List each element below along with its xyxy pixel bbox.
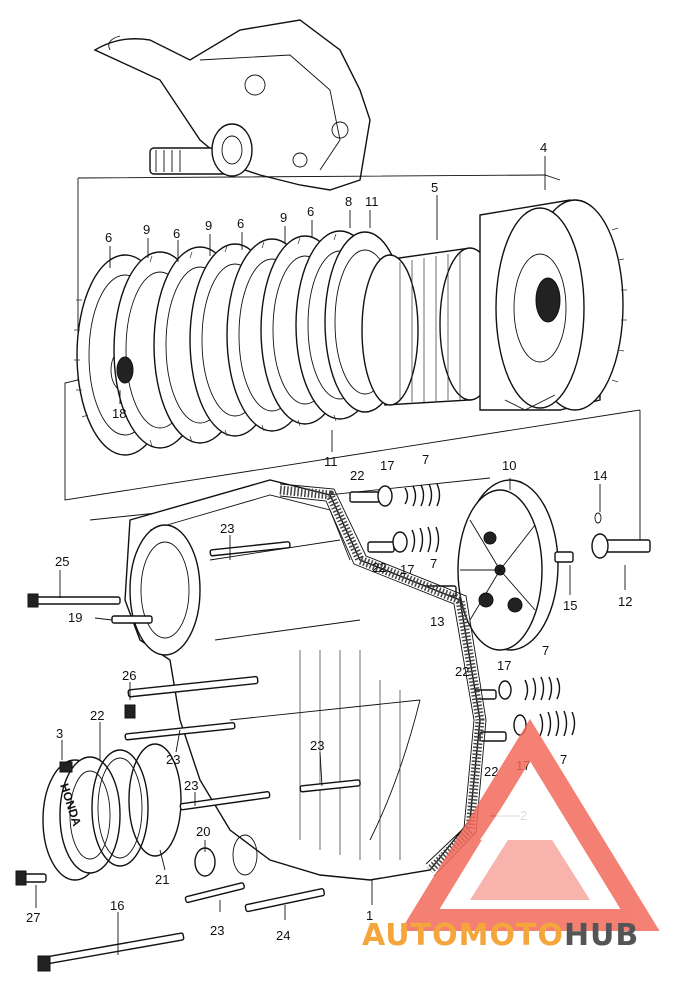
callout-15: 15 [563, 598, 577, 613]
callout-12: 12 [618, 594, 632, 609]
callout-13: 13 [430, 614, 444, 629]
bolt-12-assembly [554, 512, 651, 563]
bolt-23d [299, 779, 361, 793]
callout-3: 3 [56, 726, 63, 741]
bolt-24 [244, 888, 326, 913]
callout-4: 4 [540, 140, 547, 155]
bolt-16 [37, 932, 185, 972]
clutch-outer-4 [479, 199, 627, 411]
callout-23b: 23 [166, 752, 180, 767]
filter-gasket-22 [91, 749, 149, 867]
callout-23a: 23 [220, 521, 234, 536]
watermark-text-part1: AUTOMOTO [362, 918, 564, 953]
callout-6b: 6 [173, 226, 180, 241]
callout-6d: 6 [307, 204, 314, 219]
callout-17a: 17 [380, 458, 394, 473]
callout-1: 1 [366, 908, 373, 923]
callout-7b: 7 [430, 556, 437, 571]
callout-9b: 9 [205, 218, 212, 233]
callout-22c: 22 [455, 664, 469, 679]
o-ring-21 [128, 743, 182, 857]
callout-19: 19 [68, 610, 82, 625]
callout-11b: 11 [324, 454, 338, 469]
watermark-text-part2: HUB [563, 918, 640, 953]
bolt-23e [184, 882, 245, 904]
callout-9c: 9 [280, 210, 287, 225]
bolt-25 [27, 593, 121, 608]
cover-bolts [15, 541, 361, 972]
callout-27: 27 [26, 910, 40, 925]
callout-23d: 23 [184, 778, 198, 793]
watermark-logo [400, 718, 660, 931]
bolt-26 [124, 675, 259, 719]
spring-set-mid [367, 526, 440, 553]
callout-16: 16 [110, 898, 124, 913]
callout-6a: 6 [105, 230, 112, 245]
callout-20: 20 [196, 824, 210, 839]
callout-7a: 7 [422, 452, 429, 467]
bolt-23c [179, 791, 271, 811]
callout-10: 10 [502, 458, 516, 473]
lifter-plate-10 [457, 479, 559, 651]
bolt-19 [111, 615, 153, 624]
seal-20 [194, 847, 216, 877]
callout-11a: 11 [365, 194, 379, 209]
callout-24: 24 [276, 928, 290, 943]
spring-set-top [349, 483, 441, 507]
callout-22d: 22 [90, 708, 104, 723]
callout-7c: 7 [542, 643, 549, 658]
callout-22b: 22 [372, 560, 386, 575]
callout-14: 14 [593, 468, 607, 483]
callout-numbers: 4 5 6 9 6 9 6 9 6 8 11 18 11 22 17 7 10 … [26, 140, 632, 943]
callout-17b: 17 [400, 562, 414, 577]
callout-9a: 9 [143, 222, 150, 237]
callout-25: 25 [55, 554, 69, 569]
callout-22a: 22 [350, 468, 364, 483]
callout-8: 8 [345, 194, 352, 209]
right-crankcase-cover-1 [124, 479, 481, 881]
bolt-27 [15, 870, 47, 886]
callout-17c: 17 [497, 658, 511, 673]
spring-set-lower [469, 676, 561, 701]
callout-6c: 6 [237, 216, 244, 231]
callout-7d: 7 [560, 752, 567, 767]
callout-26: 26 [122, 668, 136, 683]
clutch-plate-stack [74, 230, 406, 456]
engine-case-outline [93, 19, 371, 191]
callout-23e: 23 [210, 923, 224, 938]
callout-23c: 23 [310, 738, 324, 753]
watermark-wordmark: AUTOMOTOHUB [362, 918, 639, 953]
callout-5: 5 [431, 180, 438, 195]
callout-22e: 22 [484, 764, 498, 779]
callout-18: 18 [112, 406, 126, 421]
callout-21: 21 [155, 872, 169, 887]
callout-leaders [35, 156, 626, 955]
oil-filter-cover-3: HONDA [42, 756, 121, 881]
